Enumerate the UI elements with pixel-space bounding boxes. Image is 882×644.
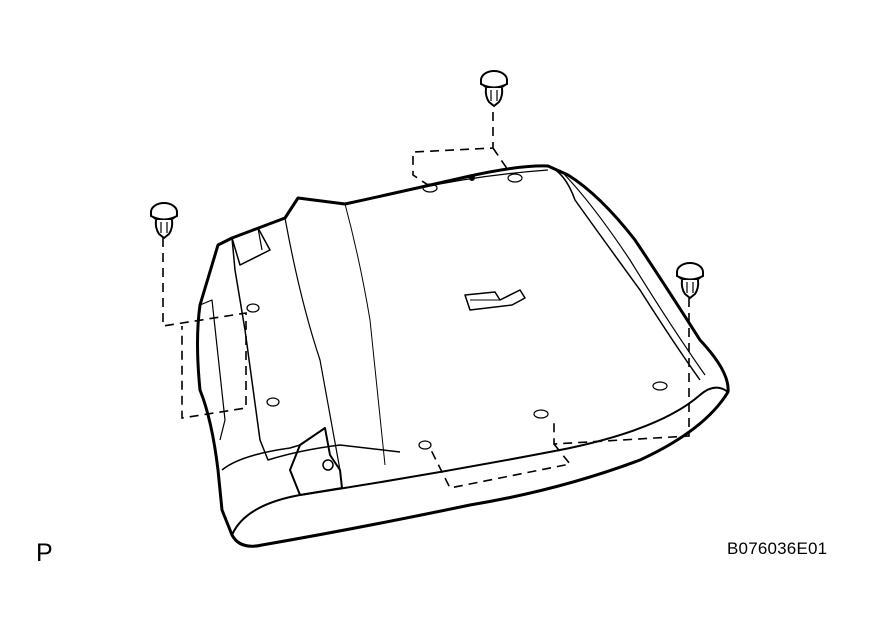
cover-panel: [196, 164, 730, 548]
clip-top: [480, 70, 508, 107]
guide-left: [162, 238, 247, 419]
dashed-guides: [162, 112, 690, 489]
panel-front-edge: [231, 386, 729, 536]
clip-left: [150, 202, 178, 239]
bottom-bracket: [289, 427, 343, 496]
guide-right: [429, 298, 690, 489]
guide-top: [412, 112, 509, 186]
clip-right: [676, 262, 704, 299]
figure-code: B076036E01: [727, 539, 828, 558]
panel-right-edge: [547, 165, 701, 381]
view-label: P: [36, 539, 53, 567]
left-recess: [231, 237, 401, 461]
panel-outline: [196, 164, 730, 548]
center-hook: [464, 289, 526, 311]
mount-holes: [246, 173, 668, 450]
